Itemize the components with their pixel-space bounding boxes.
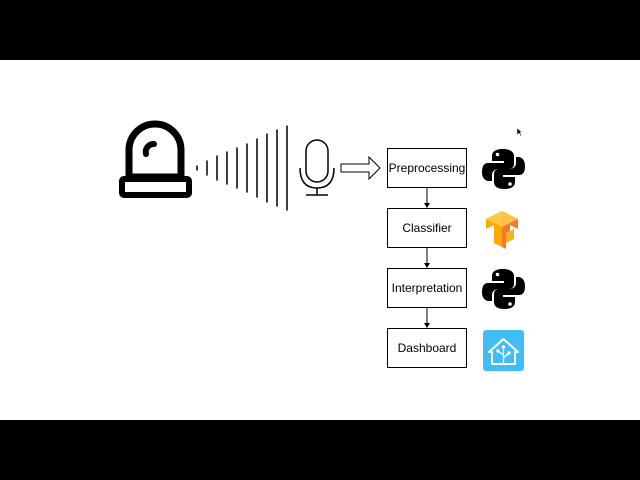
sound-wave-icon: [196, 125, 288, 211]
hollow-arrow-right-icon: [340, 155, 381, 181]
step-preprocessing-box: Preprocessing: [387, 148, 467, 188]
step-interpretation-box: Interpretation: [387, 268, 467, 308]
mouse-cursor-icon: [516, 127, 523, 137]
step-label: Preprocessing: [388, 161, 466, 175]
step-classifier-box: Classifier: [387, 208, 467, 248]
python-logo-icon: [482, 149, 525, 189]
python-logo-icon: [482, 269, 525, 309]
home-assistant-logo-icon: [483, 330, 524, 371]
alarm-light-icon: [119, 120, 192, 198]
step-label: Classifier: [402, 221, 452, 235]
top-letterbox: [0, 0, 640, 60]
step-label: Interpretation: [391, 281, 463, 295]
step-label: Dashboard: [397, 341, 457, 355]
diagram-canvas: [119, 120, 525, 371]
tensorflow-logo-icon: [486, 211, 518, 249]
bottom-letterbox: [0, 420, 640, 480]
step-dashboard-box: Dashboard: [387, 328, 467, 368]
microphone-icon: [299, 139, 335, 196]
slide: Preprocessing Classifier Interpretation …: [0, 60, 640, 420]
connector-arrowhead: [424, 203, 430, 328]
